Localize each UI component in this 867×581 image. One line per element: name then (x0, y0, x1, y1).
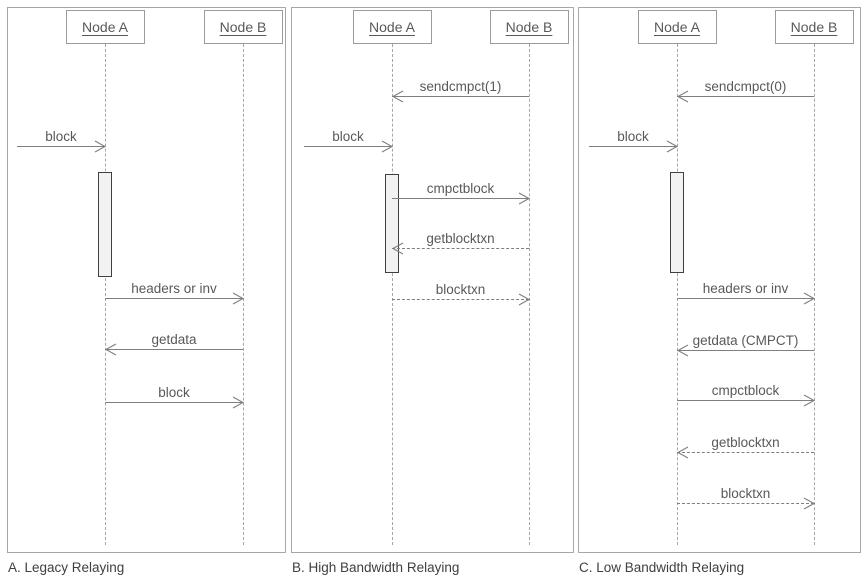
participant-label: Node A (82, 19, 128, 35)
message-line (392, 299, 529, 300)
panel-b (291, 7, 574, 553)
participant-node-b-b: Node B (489, 10, 569, 44)
arrowhead-right-icon (94, 140, 107, 153)
message-line (677, 350, 814, 351)
message-line (392, 96, 529, 97)
message-label: block (158, 384, 190, 400)
arrowhead-right-icon (232, 396, 245, 409)
message-line (589, 146, 677, 147)
participant-label: Node B (790, 19, 838, 35)
arrowhead-right-icon (803, 394, 816, 407)
panel-c (578, 7, 861, 553)
arrowhead-left-icon (391, 90, 404, 103)
message-label: getblocktxn (711, 434, 780, 450)
message-label: block (45, 128, 77, 144)
arrowhead-right-icon (518, 192, 531, 205)
participant-node-b-a: Node B (203, 10, 283, 44)
message-label: headers or inv (702, 280, 789, 296)
arrowhead-right-icon (232, 292, 245, 305)
message-label: sendcmpct(1) (419, 78, 502, 94)
lifeline-node-b-c (814, 44, 815, 545)
lifeline-node-b-a (243, 44, 244, 545)
participant-node-a-c: Node A (637, 10, 717, 44)
message-label: block (332, 128, 364, 144)
arrowhead-right-icon (666, 140, 679, 153)
message-line (392, 248, 529, 249)
message-label: getdata (CMPCT) (692, 332, 799, 348)
lifeline-node-a-a (105, 44, 106, 545)
message-label: getblocktxn (426, 230, 495, 246)
arrowhead-left-icon (676, 90, 689, 103)
message-line (677, 503, 814, 504)
lifeline-node-a-c (677, 44, 678, 545)
message-line (392, 198, 529, 199)
message-line (677, 400, 814, 401)
lifeline-node-a-b (392, 44, 393, 545)
participant-label: Node A (369, 19, 415, 35)
message-line (105, 298, 243, 299)
message-line (677, 298, 814, 299)
arrowhead-left-icon (104, 343, 117, 356)
message-label: sendcmpct(0) (704, 78, 787, 94)
arrowhead-right-icon (381, 140, 394, 153)
lifeline-node-b-b (529, 44, 530, 545)
participant-node-a-a: Node A (65, 10, 145, 44)
message-label: block (617, 128, 649, 144)
activation-bar-a (98, 172, 112, 277)
message-line (17, 146, 105, 147)
arrowhead-right-icon (803, 292, 816, 305)
panel-caption-c: C. Low Bandwidth Relaying (579, 560, 745, 575)
message-label: cmpctblock (426, 180, 495, 196)
message-line (677, 96, 814, 97)
message-label: getdata (151, 331, 197, 347)
panel-caption-a: A. Legacy Relaying (8, 560, 125, 575)
arrowhead-right-icon (803, 497, 816, 510)
participant-label: Node B (219, 19, 267, 35)
message-label: cmpctblock (711, 382, 780, 398)
participant-label: Node B (505, 19, 553, 35)
message-line (105, 402, 243, 403)
activation-bar-c (670, 172, 684, 273)
message-line (105, 349, 243, 350)
participant-label: Node A (654, 19, 700, 35)
message-line (304, 146, 392, 147)
message-label: headers or inv (131, 280, 217, 296)
arrowhead-left-icon (391, 242, 404, 255)
arrowhead-left-icon (676, 344, 689, 357)
message-label: blocktxn (435, 281, 486, 297)
arrowhead-right-icon (518, 293, 531, 306)
participant-node-a-b: Node A (352, 10, 432, 44)
panel-caption-b: B. High Bandwidth Relaying (292, 560, 460, 575)
message-label: blocktxn (720, 485, 771, 501)
message-line (677, 452, 814, 453)
participant-node-b-c: Node B (774, 10, 854, 44)
panel-a (7, 7, 286, 553)
arrowhead-left-icon (676, 446, 689, 459)
